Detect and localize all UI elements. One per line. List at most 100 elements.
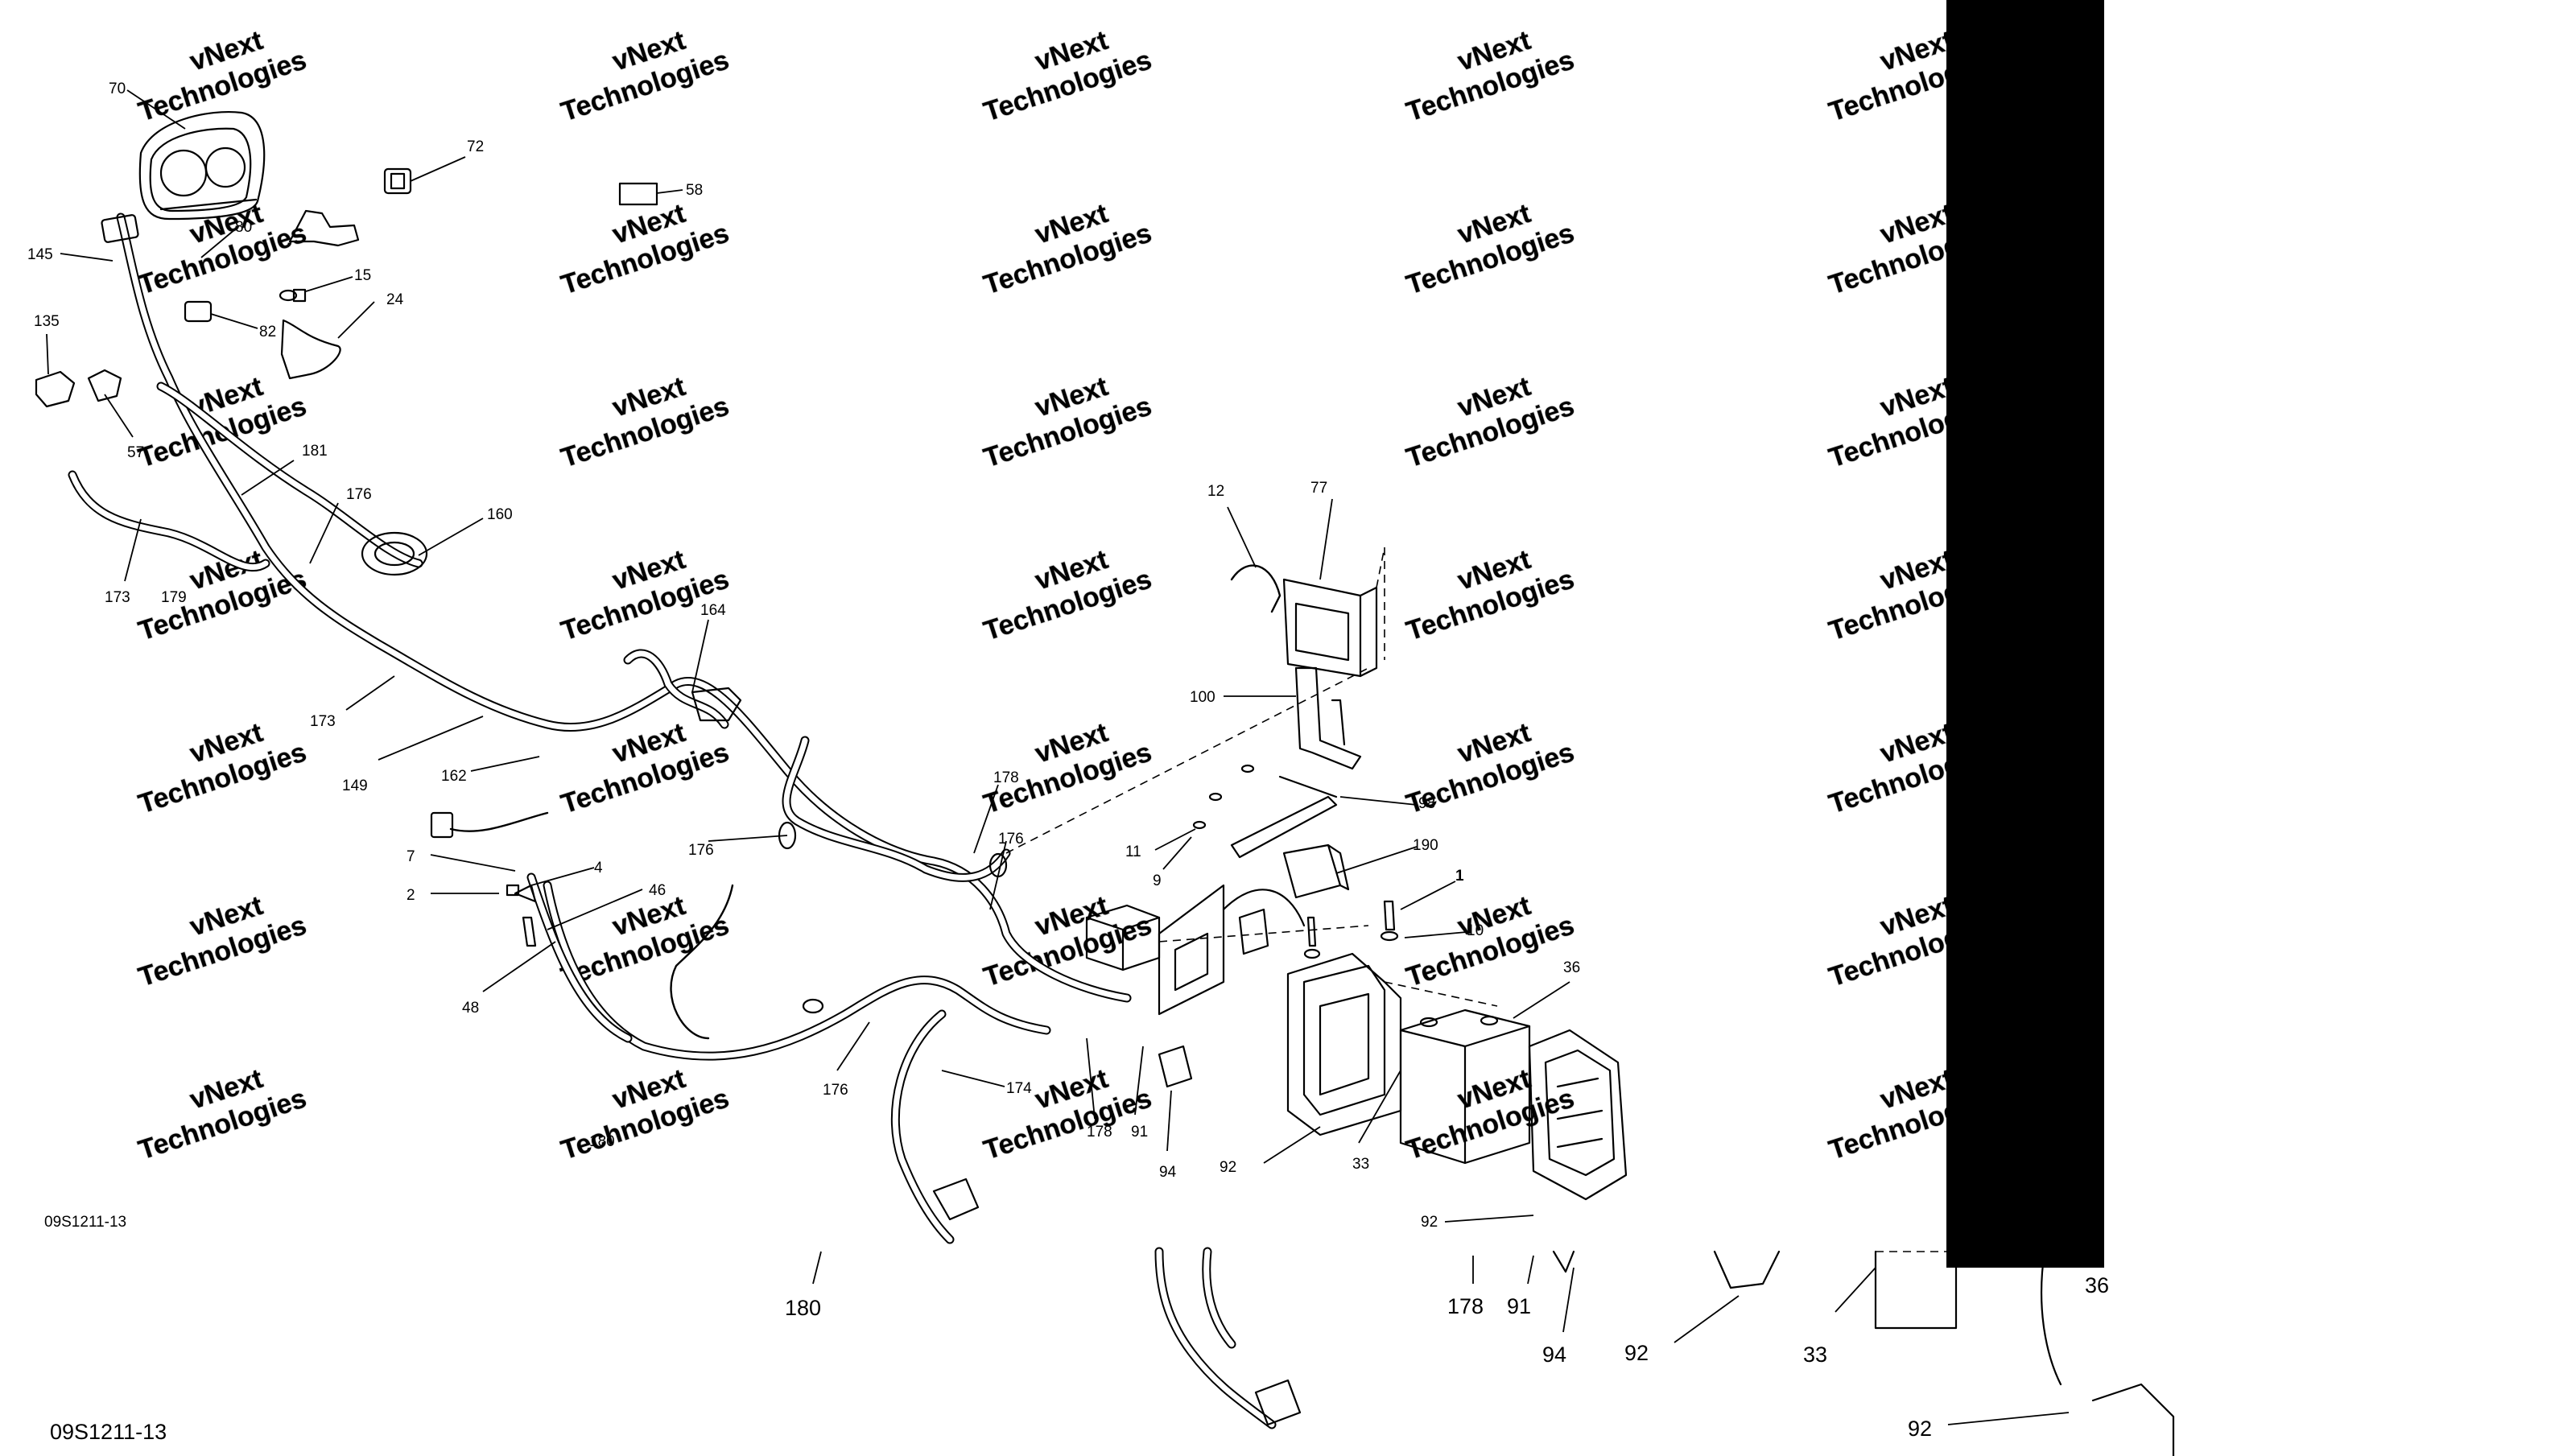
callout-91: 91 — [1131, 1124, 1148, 1140]
callout-72: 72 — [467, 138, 484, 155]
connector-57 — [87, 369, 122, 402]
connector-135 — [35, 370, 76, 408]
zoom-callout-178: 178 — [1447, 1294, 1484, 1318]
bracket-80 — [288, 209, 360, 247]
callout-10: 10 — [1467, 922, 1484, 939]
bolts-7-4-2 — [506, 884, 537, 947]
callout-1: 1 — [1455, 868, 1464, 885]
sensor-15 — [279, 288, 307, 303]
callout-92: 92 — [1220, 1159, 1236, 1176]
callout-7: 7 — [407, 848, 415, 865]
callout-82: 82 — [259, 324, 276, 340]
main-wiring-harness — [68, 212, 1132, 1244]
diagram-code-large: 09S1211-13 — [50, 1420, 167, 1444]
zoom-callout-91: 91 — [1507, 1294, 1531, 1318]
cable-24 — [280, 319, 341, 380]
connector-lower-left — [932, 1178, 980, 1221]
callout-77: 77 — [1310, 480, 1327, 497]
ecu-77 — [1282, 547, 1385, 678]
fasteners-11-9 — [1192, 764, 1255, 830]
connector-145 — [101, 214, 139, 243]
callout-181: 181 — [302, 443, 328, 460]
callout-80: 80 — [235, 219, 252, 236]
callout-180: 180 — [589, 1133, 615, 1150]
label-box-58 — [618, 182, 658, 206]
callout-36: 36 — [1563, 959, 1580, 976]
callout-173: 173 — [105, 589, 130, 606]
callout-58: 58 — [686, 182, 703, 199]
callout-4: 4 — [594, 860, 603, 876]
callout-135: 135 — [34, 313, 60, 330]
zoom-callout-92b: 92 — [1908, 1417, 1932, 1441]
callout-173b: 173 — [310, 713, 336, 730]
bolt-10 — [1303, 916, 1321, 959]
callout-15: 15 — [354, 267, 371, 284]
callout-46: 46 — [649, 882, 666, 899]
callout-178b: 178 — [1087, 1124, 1112, 1140]
connector-164 — [691, 687, 742, 722]
callout-145: 145 — [27, 246, 53, 263]
callout-176d: 176 — [998, 831, 1024, 848]
leader-lines — [46, 89, 2070, 1425]
bracket-100 — [1294, 666, 1362, 770]
callout-57: 57 — [127, 444, 144, 461]
grommet-160 — [361, 531, 428, 576]
zoom-callout-33: 33 — [1803, 1343, 1827, 1367]
callout-149: 149 — [342, 777, 368, 794]
callout-176c: 176 — [823, 1082, 848, 1099]
bracket-98 — [1230, 775, 1338, 859]
zoom-callout-94: 94 — [1542, 1343, 1566, 1367]
bolt-1 — [1380, 900, 1399, 942]
callout-labels: 70 72 58 80 145 15 24 82 135 57 181 176 … — [27, 80, 2109, 1444]
battery-holder-36 — [1528, 1029, 1628, 1201]
zoom-callout-92: 92 — [1624, 1341, 1649, 1365]
switch-72 — [383, 167, 412, 195]
callout-94: 94 — [1159, 1164, 1177, 1181]
battery-33 — [1399, 1008, 1531, 1165]
callout-176: 176 — [346, 486, 372, 503]
zoom-callout-180: 180 — [785, 1296, 821, 1320]
module-190 — [1282, 843, 1350, 899]
callout-24: 24 — [386, 291, 404, 308]
callout-190: 190 — [1413, 837, 1438, 854]
zoomed-harness-strip — [1154, 1247, 2175, 1456]
callout-162: 162 — [441, 768, 467, 785]
callout-178: 178 — [993, 769, 1019, 786]
callout-2: 2 — [407, 887, 415, 904]
wire-12 — [1230, 564, 1282, 613]
callout-100: 100 — [1190, 689, 1215, 706]
callout-11: 11 — [1125, 843, 1141, 860]
callout-164: 164 — [700, 602, 726, 619]
callout-92b: 92 — [1421, 1214, 1438, 1231]
callout-70: 70 — [109, 80, 126, 97]
relay-94 — [1158, 1045, 1193, 1088]
callout-12: 12 — [1207, 483, 1224, 500]
callout-160: 160 — [487, 506, 513, 523]
callout-9: 9 — [1153, 872, 1162, 889]
black-occlusion-panel — [1946, 0, 2104, 1268]
callout-176b: 176 — [688, 842, 714, 859]
callout-174: 174 — [1006, 1080, 1032, 1097]
callout-179: 179 — [161, 589, 187, 606]
callout-33: 33 — [1352, 1156, 1369, 1173]
